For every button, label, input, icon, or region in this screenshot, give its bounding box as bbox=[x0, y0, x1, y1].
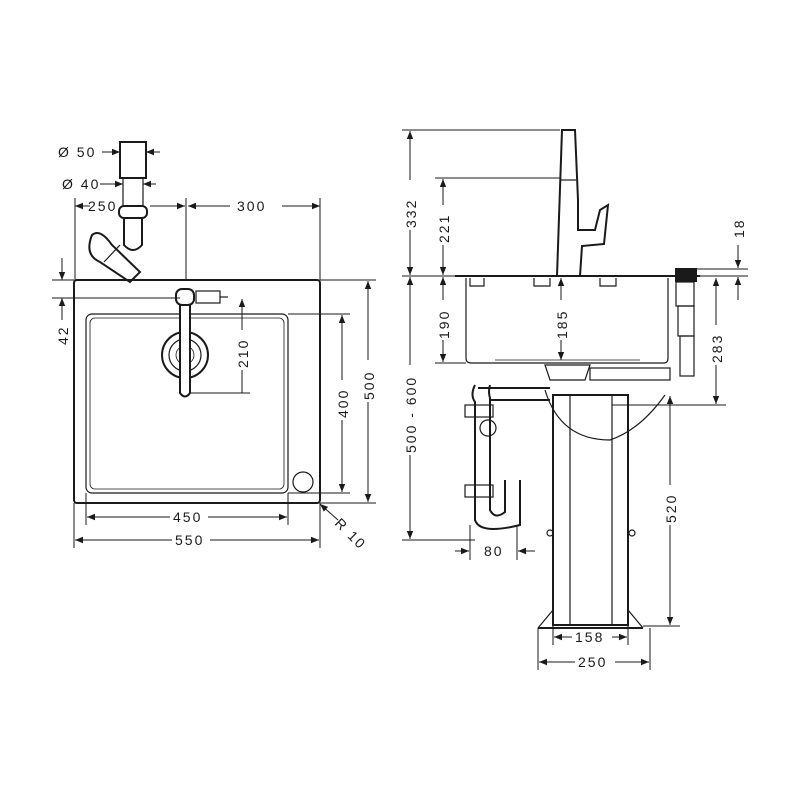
drain-assembly bbox=[464, 364, 671, 530]
dim-height-283: 283 bbox=[709, 334, 725, 363]
dim-radius-10: R 10 bbox=[332, 515, 370, 553]
dim-height-400: 400 bbox=[335, 389, 351, 418]
dim-diameter-40: Ø 40 bbox=[62, 176, 100, 192]
tap-hole bbox=[292, 471, 314, 493]
top-view: Ø 50 Ø 40 250 300 42 210 400 500 bbox=[52, 141, 377, 553]
dim-height-18: 18 bbox=[731, 218, 747, 238]
dim-width-250-base: 250 bbox=[578, 654, 607, 670]
dim-height-210: 210 bbox=[235, 339, 251, 368]
dim-height-520: 520 bbox=[663, 494, 679, 523]
pedestal bbox=[537, 394, 644, 629]
sink-outline bbox=[73, 279, 321, 504]
overflow-pipe bbox=[675, 281, 695, 377]
drain-pipe-top bbox=[88, 141, 148, 284]
faucet-side bbox=[555, 129, 610, 277]
dim-height-500-600: 500 - 600 bbox=[403, 376, 419, 453]
dim-height-42: 42 bbox=[55, 325, 71, 345]
dim-width-300: 300 bbox=[237, 198, 266, 214]
dim-width-550: 550 bbox=[175, 532, 204, 548]
dim-height-332: 332 bbox=[403, 199, 419, 228]
dim-width-450: 450 bbox=[173, 509, 202, 525]
dim-width-80: 80 bbox=[484, 543, 504, 559]
dim-width-250-top: 250 bbox=[88, 198, 117, 214]
side-view: 332 221 500 - 600 190 185 18 283 520 bbox=[402, 129, 748, 670]
dim-width-158: 158 bbox=[575, 629, 604, 645]
dim-height-500: 500 bbox=[361, 371, 377, 400]
basin-side bbox=[465, 278, 669, 364]
dim-diameter-50: Ø 50 bbox=[58, 144, 96, 160]
dim-height-221: 221 bbox=[436, 214, 452, 243]
faucet-top bbox=[175, 288, 228, 398]
dim-height-185: 185 bbox=[554, 310, 570, 339]
dim-height-190: 190 bbox=[436, 310, 452, 339]
